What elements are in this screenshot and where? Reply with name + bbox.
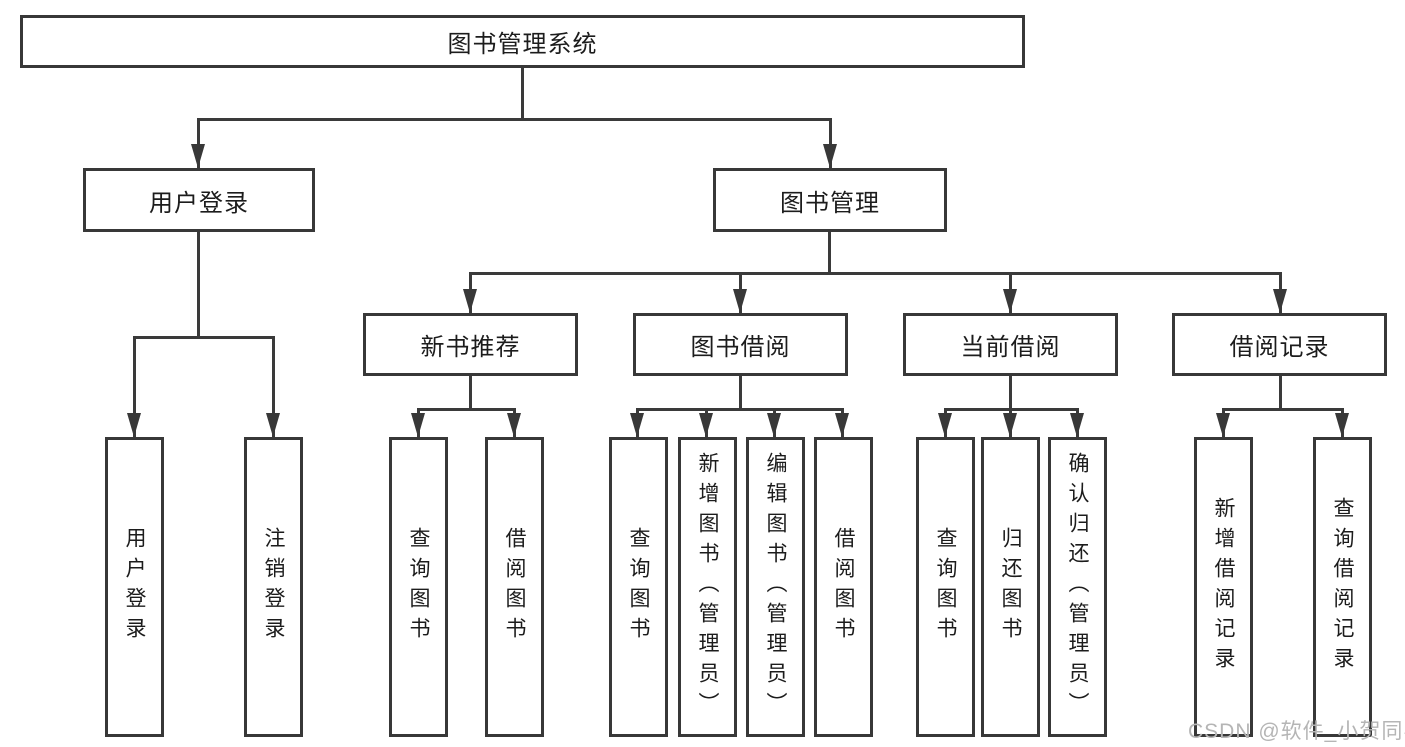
node-book-mgmt: 图书管理 <box>713 168 947 232</box>
arrowhead-book-borrow <box>733 289 747 313</box>
leaf-bb-add-books-admin: 新增图书（管理员） <box>678 437 737 737</box>
arrowhead-bb-edit <box>767 413 781 437</box>
connector-book-mgmt-branch <box>469 272 1282 275</box>
connector-to-book-mgmt <box>829 118 832 168</box>
leaf-cb-query-books: 查询图书 <box>916 437 975 737</box>
node-root-label: 图书管理系统 <box>447 31 598 58</box>
node-book-mgmt-label: 图书管理 <box>780 189 880 217</box>
leaf-bb-query-books: 查询图书 <box>609 437 668 737</box>
arrowhead-borrow-records <box>1273 289 1287 313</box>
leaf-bb-borrow-books: 借阅图书 <box>814 437 873 737</box>
arrowhead-bb-add <box>699 413 713 437</box>
connector-borrow-records-branch <box>1222 408 1344 411</box>
arrowhead-bb-borrow <box>835 413 849 437</box>
connector-borrow-records-stem <box>1279 376 1282 408</box>
connector-to-user-login <box>197 118 200 168</box>
leaf-bb-edit-books-admin-label: 编辑图书（管理员） <box>764 452 787 722</box>
connector-root-branch <box>197 118 832 121</box>
leaf-rec-query-books-label: 查询图书 <box>407 527 430 647</box>
connector-new-book-rec-branch <box>417 408 516 411</box>
arrowhead-br-query <box>1335 413 1349 437</box>
csdn-watermark: CSDN @软件_小贺同学 <box>1188 720 1405 743</box>
node-user-login: 用户登录 <box>83 168 315 232</box>
leaf-cb-query-books-label: 查询图书 <box>934 527 957 647</box>
leaf-user-login-label: 用户登录 <box>123 527 146 647</box>
connector-current-borrow-stem <box>1009 376 1012 408</box>
node-book-borrow-label: 图书借阅 <box>690 334 791 361</box>
connector-user-login-branch <box>133 336 275 339</box>
arrowhead-cb-return <box>1003 413 1017 437</box>
arrowhead-cb-query <box>938 413 952 437</box>
connector-to-leaf-user-login <box>133 336 136 437</box>
arrowhead-br-add <box>1216 413 1230 437</box>
leaf-cb-confirm-return-admin-label: 确认归还（管理员） <box>1066 452 1089 722</box>
arrowhead-bb-query <box>630 413 644 437</box>
connector-user-login-stem <box>197 232 200 336</box>
leaf-rec-query-books: 查询图书 <box>389 437 448 737</box>
leaf-rec-borrow-books-label: 借阅图书 <box>503 527 526 647</box>
connector-to-leaf-logout <box>272 336 275 437</box>
node-new-book-rec: 新书推荐 <box>363 313 578 376</box>
arrowhead-rec-query <box>411 413 425 437</box>
node-current-borrow: 当前借阅 <box>903 313 1118 376</box>
arrowhead-leaf-logout <box>266 413 280 437</box>
leaf-bb-add-books-admin-label: 新增图书（管理员） <box>696 452 719 722</box>
leaf-bb-query-books-label: 查询图书 <box>627 527 650 647</box>
leaf-br-query-record-label: 查询借阅记录 <box>1331 497 1354 677</box>
node-book-borrow: 图书借阅 <box>633 313 848 376</box>
leaf-user-login: 用户登录 <box>105 437 164 737</box>
connector-new-book-rec-stem <box>469 376 472 408</box>
connector-book-mgmt-stem <box>828 232 831 272</box>
leaf-bb-borrow-books-label: 借阅图书 <box>832 527 855 647</box>
connector-book-borrow-branch <box>636 408 844 411</box>
leaf-br-query-record: 查询借阅记录 <box>1313 437 1372 737</box>
leaf-br-add-record-label: 新增借阅记录 <box>1212 497 1235 677</box>
node-user-login-label: 用户登录 <box>149 189 249 217</box>
connector-root-stem <box>521 68 524 118</box>
arrowhead-cb-confirm <box>1070 413 1084 437</box>
arrowhead-rec-borrow <box>507 413 521 437</box>
leaf-logout: 注销登录 <box>244 437 303 737</box>
node-current-borrow-label: 当前借阅 <box>960 334 1061 361</box>
node-root-library-system: 图书管理系统 <box>20 15 1025 68</box>
leaf-logout-label: 注销登录 <box>262 527 285 647</box>
leaf-cb-return-books-label: 归还图书 <box>999 527 1022 647</box>
arrowhead-current-borrow <box>1003 289 1017 313</box>
node-borrow-records-label: 借阅记录 <box>1229 334 1330 361</box>
connector-book-borrow-stem <box>739 376 742 408</box>
leaf-bb-edit-books-admin: 编辑图书（管理员） <box>746 437 805 737</box>
arrowhead-leaf-user-login <box>127 413 141 437</box>
arrowhead-user-login <box>191 144 205 168</box>
leaf-br-add-record: 新增借阅记录 <box>1194 437 1253 737</box>
leaf-rec-borrow-books: 借阅图书 <box>485 437 544 737</box>
node-borrow-records: 借阅记录 <box>1172 313 1387 376</box>
arrowhead-book-mgmt <box>823 144 837 168</box>
arrowhead-new-book-rec <box>463 289 477 313</box>
leaf-cb-return-books: 归还图书 <box>981 437 1040 737</box>
node-new-book-rec-label: 新书推荐 <box>420 334 521 361</box>
leaf-cb-confirm-return-admin: 确认归还（管理员） <box>1048 437 1107 737</box>
